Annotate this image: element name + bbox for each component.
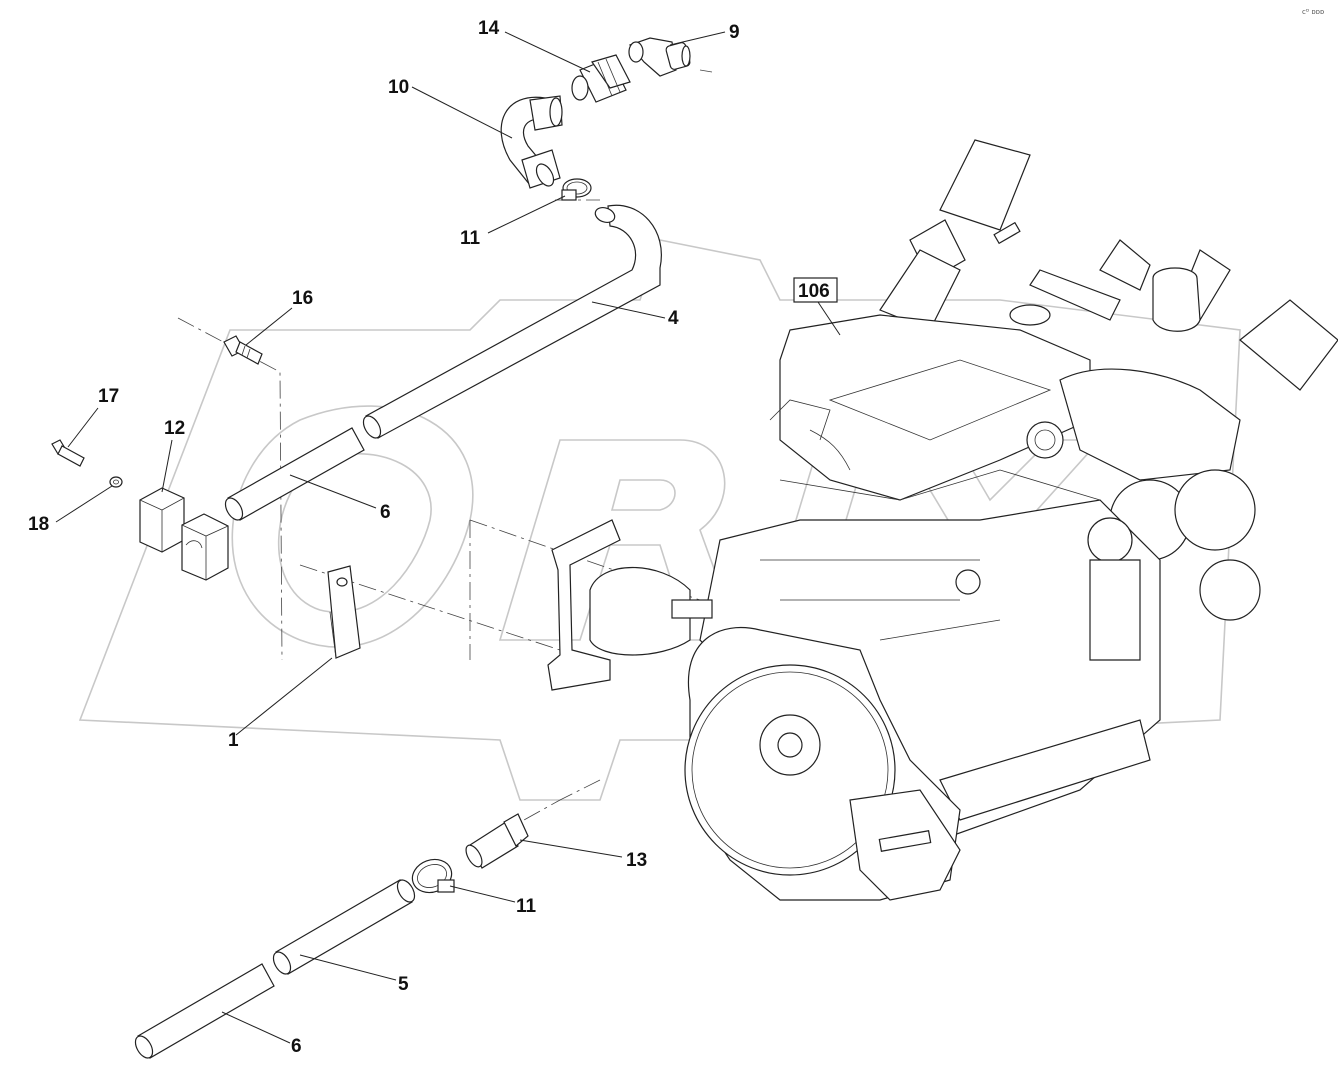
callout-6-upper: 6 [380, 502, 391, 523]
callout-106: 106 [798, 281, 830, 302]
part-9-elbow-fitting [628, 37, 691, 77]
part-4-long-hose [362, 204, 662, 439]
part-13-hose-fitting [465, 813, 529, 869]
callout-16: 16 [292, 288, 313, 309]
callout-18: 18 [28, 514, 49, 535]
callout-4: 4 [668, 308, 679, 329]
part-5-straight-hose [272, 879, 416, 975]
part-14-adapter [571, 54, 631, 103]
part-17-screw [51, 439, 85, 467]
engine-assembly [547, 139, 1338, 901]
part-11-clamp-lower [411, 858, 455, 894]
callout-9: 9 [729, 22, 740, 43]
callout-11-lower: 11 [516, 896, 537, 917]
part-6-sleeve-lower [134, 963, 275, 1059]
callout-12: 12 [164, 418, 185, 439]
callout-17: 17 [98, 386, 119, 407]
part-6-sleeve-upper [224, 427, 365, 521]
part-10-bent-hose [500, 95, 563, 189]
callout-11-upper: 11 [460, 228, 481, 249]
callout-1: 1 [228, 730, 239, 751]
part-11-clamp-upper [561, 178, 592, 201]
part-16-bolt [223, 335, 263, 365]
callout-labels: 14 9 10 11 4 106 16 17 12 6 18 1 13 11 5… [28, 18, 838, 1057]
part-12-clamp-blocks [139, 487, 229, 581]
callout-6-lower: 6 [291, 1036, 302, 1057]
callout-106-box [793, 277, 838, 303]
corner-mark: cᴰ ᴅᴅᴅ [1302, 8, 1324, 16]
callout-5: 5 [398, 974, 409, 995]
alignment-lines [177, 69, 713, 851]
callout-13: 13 [626, 850, 647, 871]
leader-lines [55, 31, 841, 1044]
part-18-washer [109, 476, 123, 488]
callout-10: 10 [388, 77, 409, 98]
callout-14: 14 [478, 18, 500, 39]
part-1-bracket [327, 565, 361, 659]
